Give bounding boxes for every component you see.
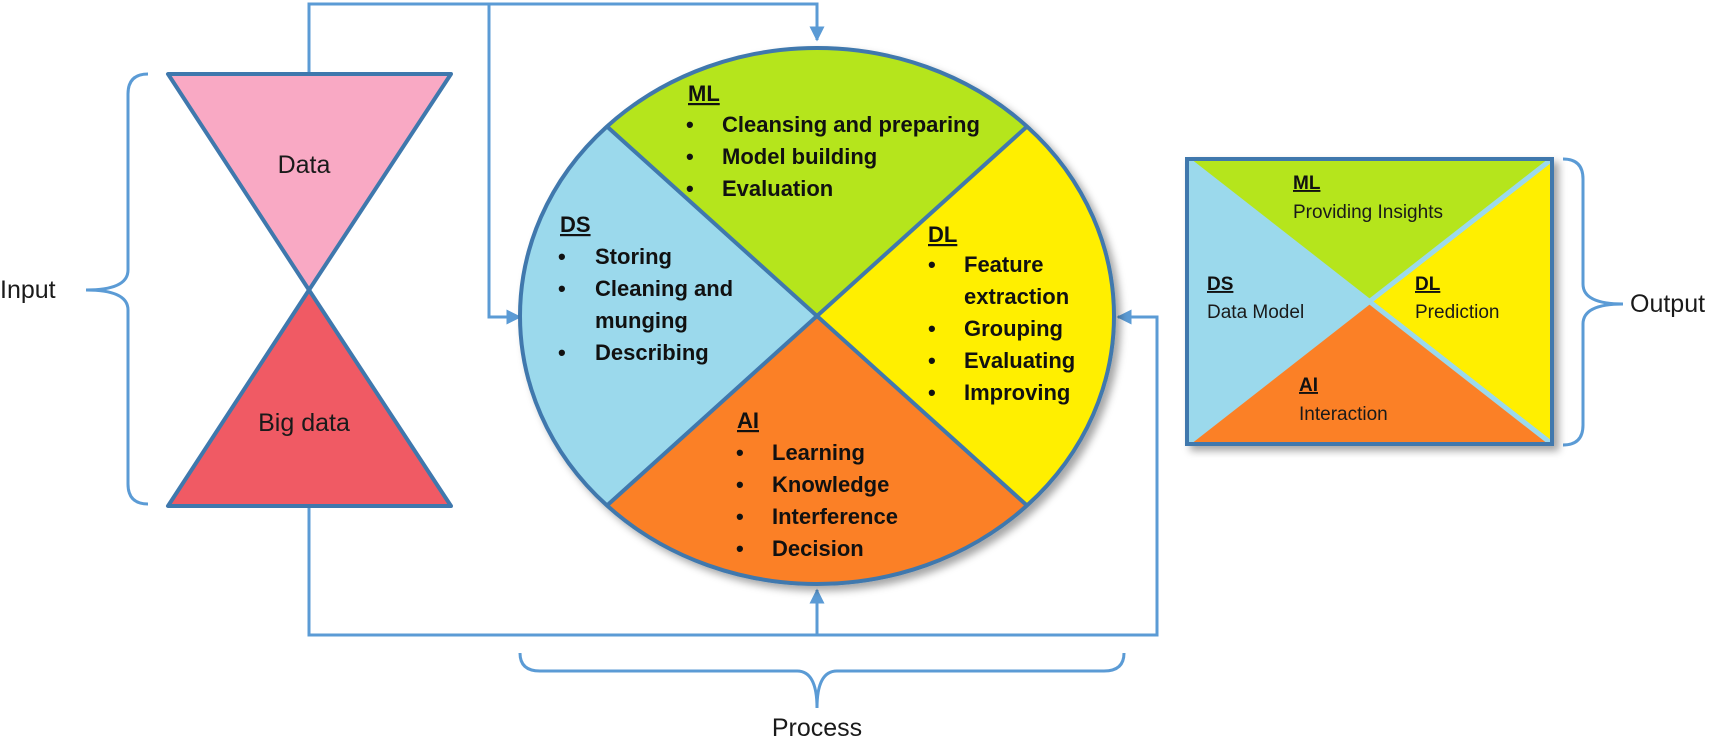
circle-ml-item: Evaluation [722,176,833,201]
circle-dl-bullet-2: • [928,316,936,341]
circle-dl-item: Feature [964,252,1043,277]
hourglass-top-label: Data [278,151,331,179]
circle-ai-item: Decision [772,536,864,561]
input-label: Input [0,276,56,304]
process-label: Process [772,714,862,742]
connector-bottom-loop [307,309,1159,637]
circle-ai-item: Interference [772,504,898,529]
process-circle [518,46,1116,586]
circle-dl-title: DL [928,222,957,247]
output-box [1185,157,1554,446]
box-dl-text: Prediction [1415,302,1500,323]
circle-ds-bullet-2: • [558,276,566,301]
box-ml-title: ML [1293,173,1321,194]
circle-ai-bullet-3: • [736,504,744,529]
box-ds-title: DS [1207,274,1233,295]
circle-ai-item: Learning [772,440,865,465]
circle-ml-segment [607,48,1027,316]
input-brace [85,72,149,506]
box-dl-title: DL [1415,274,1441,295]
hourglass-top-triangle [166,72,453,292]
circle-dl-item: Grouping [964,316,1063,341]
box-ml-triangle [1187,159,1552,302]
box-ai-title: AI [1299,375,1318,396]
box-ml-text: Providing Insights [1293,202,1443,223]
circle-ml-bullet-1: • [686,112,694,137]
box-ai-triangle [1187,301,1552,444]
hourglass-bottom-triangle [166,288,453,508]
circle-ml-title: ML [688,81,720,106]
circle-ds-bullet-1: • [558,244,566,269]
circle-ds-item: munging [595,308,688,333]
circle-dl-bullet-1: • [928,252,936,277]
output-label: Output [1630,290,1705,318]
circle-ds-title: DS [560,212,591,237]
circle-ds-item: Storing [595,244,672,269]
circle-ds-item: Cleaning and [595,276,733,301]
circle-ai-bullet-4: • [736,536,744,561]
circle-ml-item: Cleansing and preparing [722,112,980,137]
hourglass-bottom-label: Big data [258,409,350,437]
braces [85,72,1624,709]
circle-ai-segment [607,316,1027,584]
box-ds-triangle [1187,159,1370,444]
output-brace [1562,157,1624,447]
circle-dl-item: Evaluating [964,348,1075,373]
circle-ml-item: Model building [722,144,877,169]
circle-ds-bullet-3: • [558,340,566,365]
box-dl-triangle [1369,159,1552,444]
circle-dl-item: Improving [964,380,1070,405]
circle-dl-segment [817,126,1114,506]
circle-ai-bullet-1: • [736,440,744,465]
circle-dl-bullet-4: • [928,380,936,405]
connectors [307,2,1159,637]
circle-dl-bullet-3: • [928,348,936,373]
circle-ai-bullet-2: • [736,472,744,497]
connector-top-to-circle [307,2,825,72]
circle-ml-bullet-2: • [686,144,694,169]
circle-ml-bullet-3: • [686,176,694,201]
connector-top-to-ds [487,4,522,325]
circle-ai-title: AI [737,408,759,433]
circle-ds-item: Describing [595,340,709,365]
hourglass [166,72,453,508]
circle-dl-item: extraction [964,284,1069,309]
box-ds-text: Data Model [1207,302,1304,323]
process-brace [518,652,1126,709]
box-ai-text: Interaction [1299,404,1388,425]
circle-ai-item: Knowledge [772,472,889,497]
